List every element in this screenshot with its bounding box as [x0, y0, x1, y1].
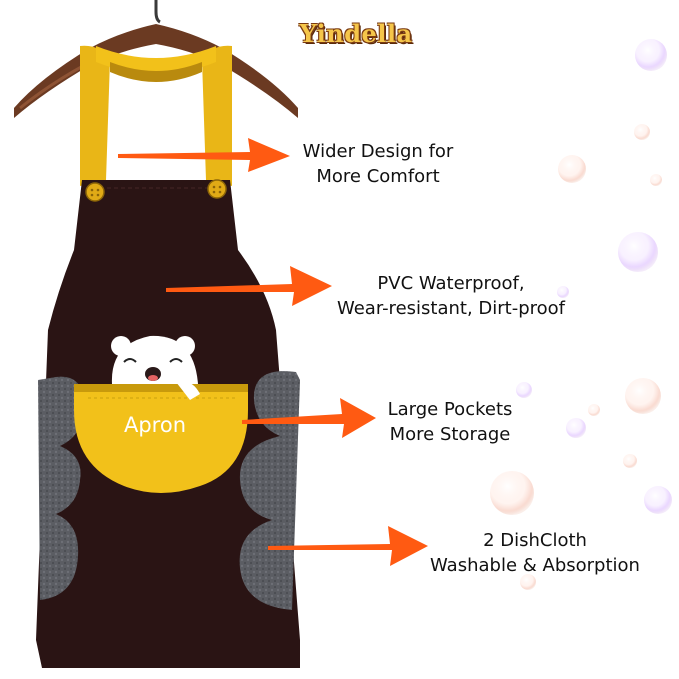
- callout-line: 2 DishCloth: [483, 530, 587, 551]
- button-icon: [85, 179, 227, 202]
- callout-waterproof: PVC Waterproof, Wear-resistant, Dirt-pro…: [318, 271, 584, 321]
- arrow-4: [268, 526, 428, 566]
- callout-line: Wear-resistant, Dirt-proof: [336, 298, 566, 319]
- callout-line: Large Pockets: [387, 399, 513, 420]
- apron: [36, 45, 300, 668]
- bubble-icon: [490, 39, 672, 590]
- callout-line: PVC Waterproof,: [377, 273, 525, 294]
- callout-comfort: Wider Design for More Comfort: [276, 139, 480, 189]
- pocket-label: Apron: [123, 413, 187, 437]
- callout-pockets: Large Pockets More Storage: [366, 397, 534, 447]
- callout-line: Wider Design for: [302, 141, 454, 162]
- callout-dishcloth: 2 DishCloth Washable & Absorption: [410, 528, 660, 578]
- brand-logo: Yindella: [299, 19, 413, 48]
- callout-line: More Comfort: [316, 166, 440, 187]
- bear-face-icon: [111, 335, 200, 400]
- arrow-2: [166, 266, 332, 306]
- arrow-3: [242, 398, 376, 438]
- callout-line: Washable & Absorption: [430, 555, 640, 576]
- arrow-1: [118, 138, 290, 172]
- callout-line: More Storage: [389, 424, 511, 445]
